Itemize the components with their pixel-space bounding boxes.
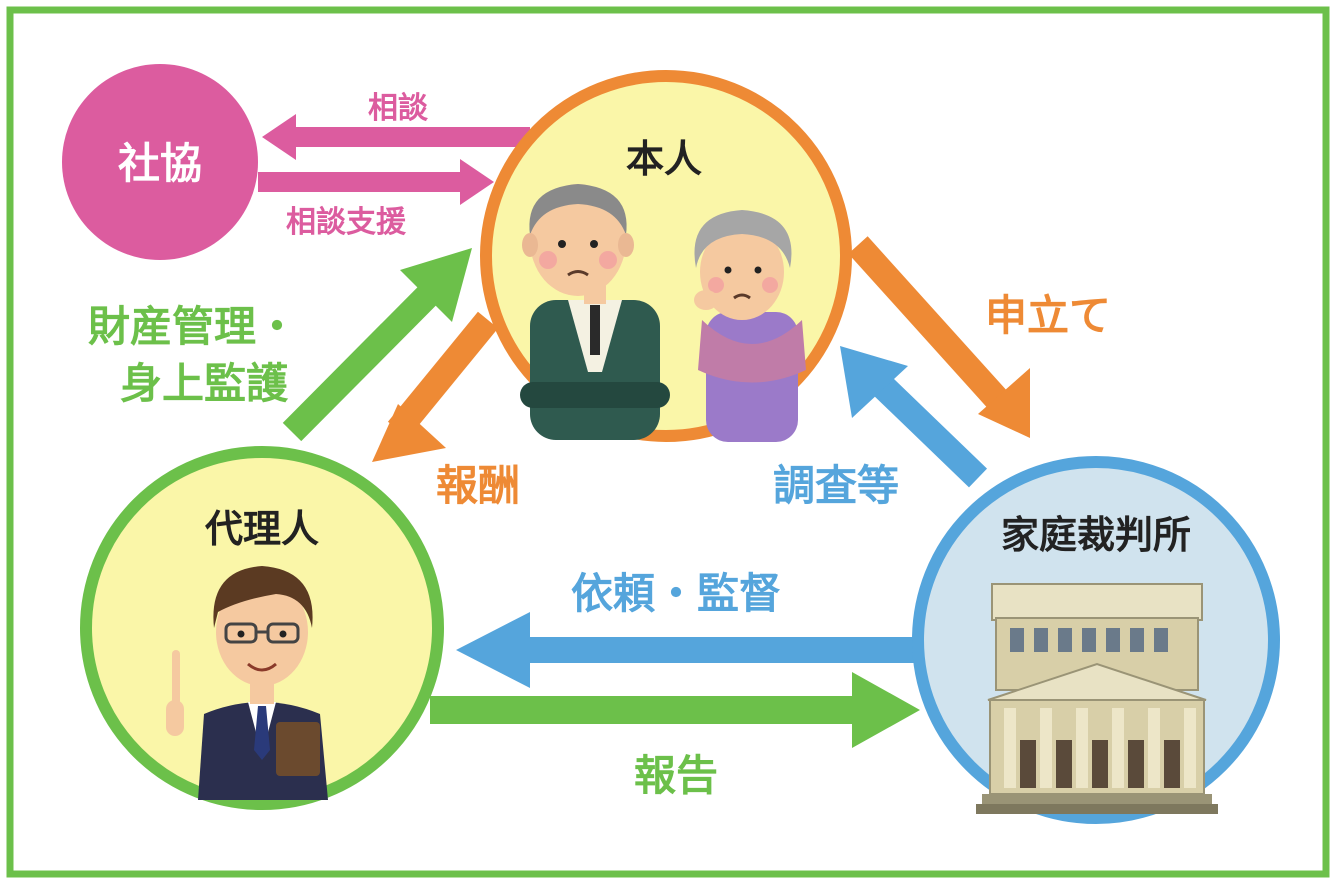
arrow-houkoku — [430, 672, 920, 748]
edge-label-zaisan-1: 財産管理・ — [88, 302, 298, 351]
node-court-label: 家庭裁判所 — [1001, 513, 1191, 557]
edge-label-chousa: 調査等 — [773, 461, 899, 510]
node-dairinin-label: 代理人 — [205, 507, 319, 551]
edge-label-soudan-shien: 相談支援 — [286, 205, 407, 240]
node-honnin-label: 本人 — [626, 137, 702, 181]
courthouse-illustration — [976, 583, 1218, 814]
edge-label-houkoku: 報告 — [634, 751, 718, 800]
edge-label-moushitate: 申立て — [985, 291, 1111, 340]
edge-label-irai: 依頼・監督 — [571, 569, 781, 618]
edge-label-zaisan-2: 身上監護 — [120, 359, 289, 408]
node-shakyo — [62, 64, 258, 260]
arrow-zaisan-kanri — [282, 248, 472, 442]
node-shakyo-label: 社協 — [118, 139, 202, 188]
arrow-houshu — [372, 311, 499, 462]
edge-label-houshu: 報酬 — [436, 461, 520, 510]
arrow-soudan — [262, 114, 530, 160]
elderly-woman-illustration — [694, 210, 806, 442]
arrow-irai — [456, 612, 935, 688]
arrow-chousa — [840, 346, 988, 488]
arrow-soudan-shien — [258, 159, 494, 205]
edge-label-soudan: 相談 — [368, 91, 429, 126]
agent-illustration — [166, 566, 328, 800]
arrow-moushitate — [848, 236, 1030, 438]
elderly-man-illustration — [520, 184, 670, 440]
